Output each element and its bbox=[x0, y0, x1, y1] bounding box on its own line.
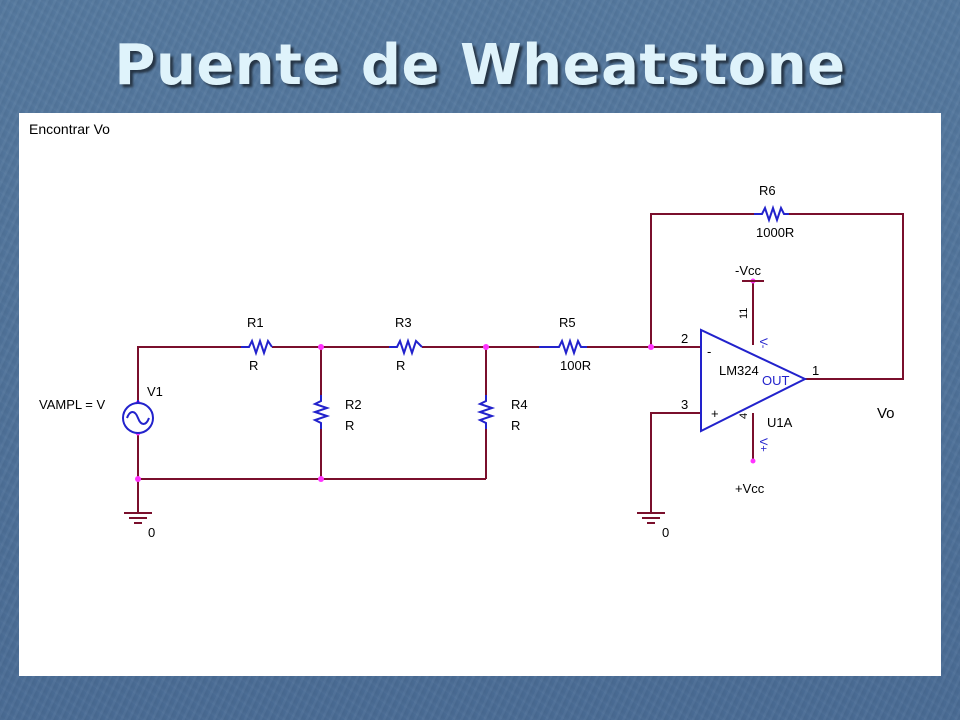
r5-ref: R5 bbox=[559, 315, 576, 330]
ground-left-label: 0 bbox=[148, 525, 155, 540]
r1-ref: R1 bbox=[247, 315, 264, 330]
wire-feedback-left bbox=[650, 213, 754, 347]
r2-value: R bbox=[345, 418, 354, 433]
opamp-out-label: OUT bbox=[762, 373, 790, 388]
r5-value: 100R bbox=[560, 358, 591, 373]
opamp-model: LM324 bbox=[719, 363, 759, 378]
resistor-r6[interactable]: R6 1000R bbox=[754, 183, 794, 240]
opamp-pin-pos-supply: 4 bbox=[738, 413, 750, 419]
panel-caption: Encontrar Vo bbox=[29, 121, 110, 137]
r6-value: 1000R bbox=[756, 225, 794, 240]
opamp-plus-sign: + bbox=[711, 406, 719, 421]
opamp-ref: U1A bbox=[767, 415, 793, 430]
circuit-schematic: R1 R R3 R R5 100R R6 1000R R2 R bbox=[39, 183, 904, 540]
junction-node-a bbox=[318, 344, 324, 350]
r6-ref: R6 bbox=[759, 183, 776, 198]
junction-bottom-mid bbox=[318, 476, 324, 482]
junction-pos-supply bbox=[750, 458, 756, 464]
r2-ref: R2 bbox=[345, 397, 362, 412]
wire-feedback-right bbox=[789, 213, 904, 380]
voltage-source-v1[interactable]: V1 VAMPL = V bbox=[39, 384, 163, 434]
pos-supply-rail: +Vcc bbox=[735, 481, 765, 496]
opamp-pin-out: 1 bbox=[812, 363, 819, 378]
wire-bottom-rail bbox=[137, 433, 486, 480]
schematic-panel: Encontrar Vo bbox=[19, 113, 941, 676]
opamp-vplus-label: V+ bbox=[757, 438, 769, 452]
r4-ref: R4 bbox=[511, 397, 528, 412]
sine-wave-icon bbox=[126, 411, 150, 425]
junctions bbox=[135, 278, 756, 482]
r4-value: R bbox=[511, 418, 520, 433]
v1-value: VAMPL = V bbox=[39, 397, 105, 412]
opamp-pin-neg-supply: 11 bbox=[738, 308, 750, 319]
pos-supply-label: +Vcc bbox=[735, 481, 765, 496]
resistor-r2[interactable]: R2 R bbox=[311, 395, 362, 433]
junction-node-b bbox=[483, 344, 489, 350]
junction-bottom-left bbox=[135, 476, 141, 482]
neg-supply-rail: -Vcc bbox=[735, 263, 764, 282]
r1-value: R bbox=[249, 358, 258, 373]
v1-ref: V1 bbox=[147, 384, 163, 399]
opamp-minus-sign: - bbox=[707, 344, 711, 359]
opamp-vminus-label: V- bbox=[757, 338, 769, 349]
wire-noninv-gnd bbox=[650, 412, 701, 513]
opamp-u1a[interactable]: - + LM324 OUT U1A 2 3 1 11 4 V- V+ bbox=[681, 308, 819, 452]
opamp-pin-inv: 2 bbox=[681, 331, 688, 346]
output-label-vo: Vo bbox=[877, 405, 895, 422]
resistor-r4[interactable]: R4 R bbox=[476, 395, 528, 433]
r3-ref: R3 bbox=[395, 315, 412, 330]
junction-inv-node bbox=[648, 344, 654, 350]
ground-right-label: 0 bbox=[662, 525, 669, 540]
ground-right: 0 bbox=[637, 512, 669, 540]
resistor-r3[interactable]: R3 R bbox=[389, 315, 423, 373]
neg-supply-label: -Vcc bbox=[735, 263, 762, 278]
opamp-pin-noninv: 3 bbox=[681, 397, 688, 412]
r3-value: R bbox=[396, 358, 405, 373]
resistor-r5[interactable]: R5 100R bbox=[539, 315, 591, 373]
slide-title: Puente de Wheatstone bbox=[114, 33, 846, 98]
ground-left: 0 bbox=[124, 512, 155, 540]
wire-v1-r1 bbox=[137, 346, 241, 403]
resistor-r1[interactable]: R1 R bbox=[241, 315, 273, 373]
